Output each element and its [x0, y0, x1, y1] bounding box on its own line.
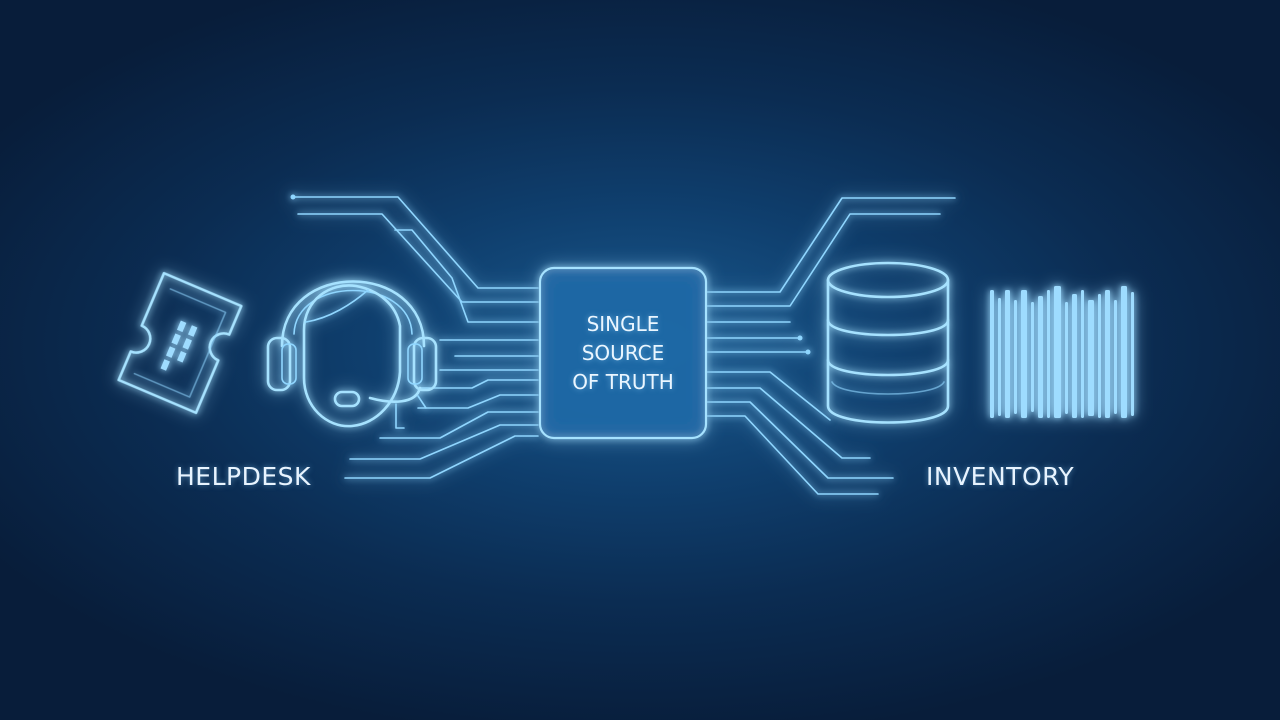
right-trace — [705, 387, 871, 459]
left-trace — [417, 394, 539, 409]
left-connector-lines — [290, 194, 539, 479]
helpdesk-label: HELPDESK — [176, 462, 311, 491]
right-trace — [705, 415, 879, 495]
trace-node-dot — [805, 349, 811, 355]
hub-label-line: SOURCE — [581, 340, 665, 365]
hub-box — [538, 266, 708, 440]
left-trace — [379, 411, 539, 439]
hub-label-line: OF TRUTH — [572, 369, 674, 394]
left-trace — [419, 379, 539, 389]
trace-node-dot — [290, 194, 296, 200]
left-trace — [297, 213, 539, 303]
left-trace — [344, 435, 539, 479]
hub-label-line: SINGLE — [586, 311, 660, 336]
ticket-icon — [117, 271, 243, 415]
right-trace — [705, 213, 941, 307]
hub-label: SINGLE SOURCE OF TRUTH — [540, 268, 706, 438]
barcode-icon — [990, 286, 1134, 418]
left-trace — [394, 229, 539, 323]
left-trace — [349, 424, 539, 460]
right-trace — [705, 197, 956, 293]
headset-agent-icon — [266, 280, 438, 429]
right-trace — [705, 371, 831, 421]
right-connector-lines — [705, 197, 956, 495]
inventory-label: INVENTORY — [926, 462, 1075, 491]
trace-node-dot — [797, 335, 803, 341]
left-trace — [292, 196, 539, 289]
database-icon — [826, 261, 950, 424]
right-trace — [705, 401, 894, 479]
